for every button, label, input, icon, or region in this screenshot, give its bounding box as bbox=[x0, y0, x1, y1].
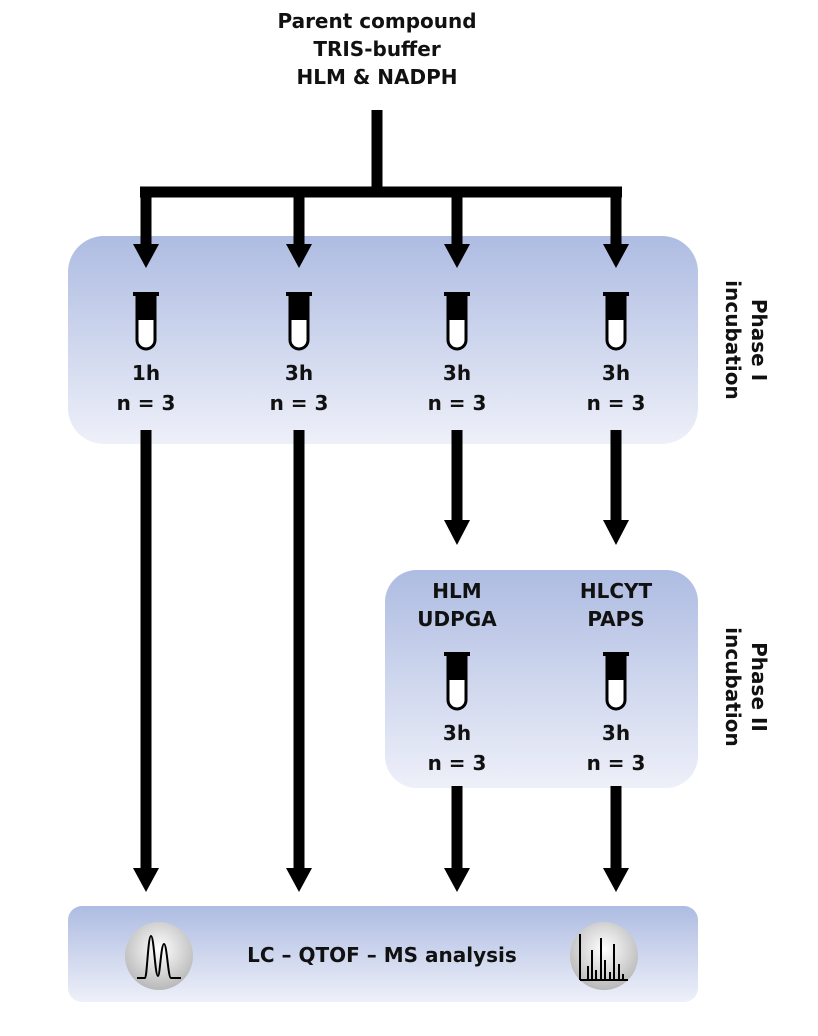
mass-spectrum-icon bbox=[570, 922, 638, 990]
arrow-to-tube-2 bbox=[286, 244, 312, 268]
phase2-tube-2-n: n = 3 bbox=[587, 751, 646, 775]
tube-icon bbox=[603, 652, 629, 711]
phase2-tube-1-n: n = 3 bbox=[428, 751, 487, 775]
arrow-to-phase2-1 bbox=[444, 520, 470, 545]
arrow-to-analysis-3 bbox=[444, 868, 470, 892]
arrow-to-tube-3 bbox=[444, 244, 470, 268]
header-text: Parent compound TRIS-buffer HLM & NADPH bbox=[277, 9, 476, 89]
phase1-side-label: Phase I incubation bbox=[721, 280, 771, 399]
phase2-tube-2-reagent-2: PAPS bbox=[587, 607, 644, 631]
phase2-tube-2-reagent-1: HLCYT bbox=[580, 579, 653, 603]
phase2-side-label: Phase II incubation bbox=[721, 627, 771, 746]
splitter-connector bbox=[140, 110, 622, 246]
analysis-label: LC – QTOF – MS analysis bbox=[247, 943, 517, 967]
arrow-to-analysis-4 bbox=[603, 868, 629, 892]
phase2-tube-2-time: 3h bbox=[602, 721, 630, 745]
phase1-tube-1-time: 1h bbox=[132, 361, 160, 385]
tube-icon bbox=[603, 292, 629, 351]
long-arrows bbox=[140, 430, 305, 870]
phase1-tube-3-n: n = 3 bbox=[428, 391, 487, 415]
header-line-3: HLM & NADPH bbox=[297, 65, 458, 89]
arrow-to-analysis-2 bbox=[286, 868, 312, 892]
phase1-tube-4-time: 3h bbox=[602, 361, 630, 385]
tube-icon bbox=[444, 652, 470, 711]
phase2-tube-1-time: 3h bbox=[443, 721, 471, 745]
phase2-side-label-line-2: incubation bbox=[721, 627, 745, 746]
chromatogram-icon bbox=[125, 922, 193, 990]
phase2-box bbox=[385, 570, 698, 788]
tube-icon bbox=[444, 292, 470, 351]
phase1-box bbox=[68, 236, 698, 444]
arrow-to-analysis-1 bbox=[133, 868, 159, 892]
phase1-tube-4-n: n = 3 bbox=[587, 391, 646, 415]
header-line-1: Parent compound bbox=[277, 9, 476, 33]
analysis-box bbox=[68, 906, 698, 1002]
phase1-labels: 1h n = 3 3h n = 3 3h n = 3 3h n = 3 bbox=[117, 361, 646, 415]
phase2-side-label-line-1: Phase II bbox=[747, 642, 771, 732]
arrow-to-tube-1 bbox=[133, 244, 159, 268]
phase2-labels: HLM UDPGA HLCYT PAPS bbox=[417, 579, 652, 631]
tube-icon bbox=[133, 292, 159, 351]
phase1-side-label-line-1: Phase I bbox=[747, 299, 771, 381]
arrow-to-phase2-2 bbox=[603, 520, 629, 545]
phase2-tube-1-reagent-1: HLM bbox=[432, 579, 481, 603]
phase1-tube-1-n: n = 3 bbox=[117, 391, 176, 415]
header-line-2: TRIS-buffer bbox=[313, 37, 441, 61]
phase1-tube-3-time: 3h bbox=[443, 361, 471, 385]
phase2-tube-1-reagent-2: UDPGA bbox=[417, 607, 497, 631]
phase2-tube-values: 3h n = 3 3h n = 3 bbox=[428, 721, 646, 775]
tube-icon bbox=[286, 292, 312, 351]
phase1-side-label-line-2: incubation bbox=[721, 280, 745, 399]
phase1-tube-2-n: n = 3 bbox=[270, 391, 329, 415]
phase1-tube-2-time: 3h bbox=[285, 361, 313, 385]
arrow-to-tube-4 bbox=[603, 244, 629, 268]
